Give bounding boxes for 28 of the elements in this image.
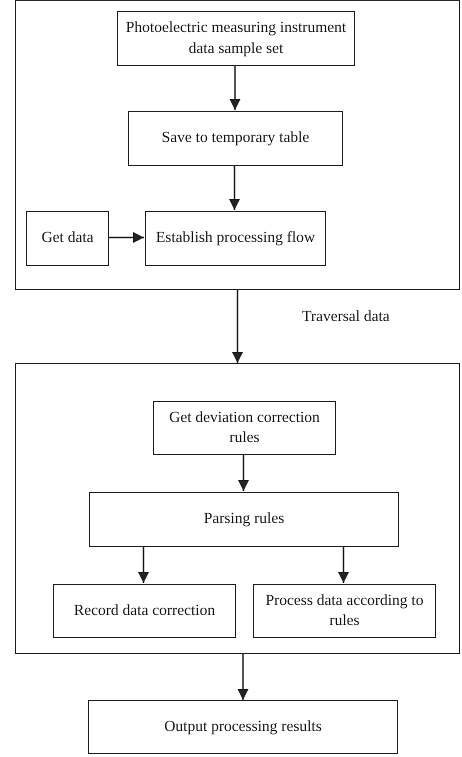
process-box bbox=[117, 11, 355, 66]
box-text: Save to temporary table bbox=[160, 128, 310, 148]
arrow bbox=[230, 65, 240, 110]
process-box bbox=[88, 700, 398, 754]
group-frame bbox=[15, 0, 460, 290]
box-text: Photoelectric measuring instrument data sample set bbox=[124, 18, 348, 58]
box-text: Process data according to rules bbox=[264, 590, 424, 631]
arrow bbox=[232, 290, 243, 363]
process-box bbox=[253, 584, 436, 638]
box-text: Establish processing flow bbox=[154, 228, 316, 248]
arrow bbox=[238, 654, 248, 700]
process-box bbox=[153, 401, 336, 455]
box-text: Get data bbox=[40, 228, 95, 248]
process-box bbox=[26, 211, 109, 266]
box-text: Output processing results bbox=[163, 716, 323, 737]
arrow bbox=[338, 546, 349, 583]
box-text: Parsing rules bbox=[202, 509, 286, 530]
arrow bbox=[138, 546, 149, 583]
box-text: Get deviation correction rules bbox=[168, 408, 321, 448]
box-text: Record data correction bbox=[72, 600, 216, 621]
arrow bbox=[108, 232, 144, 243]
group-frame bbox=[15, 363, 460, 654]
arrow bbox=[229, 165, 240, 210]
process-box bbox=[145, 211, 326, 266]
process-box bbox=[53, 584, 236, 638]
arrow bbox=[238, 454, 249, 491]
process-box bbox=[89, 492, 399, 547]
process-box bbox=[128, 111, 343, 166]
